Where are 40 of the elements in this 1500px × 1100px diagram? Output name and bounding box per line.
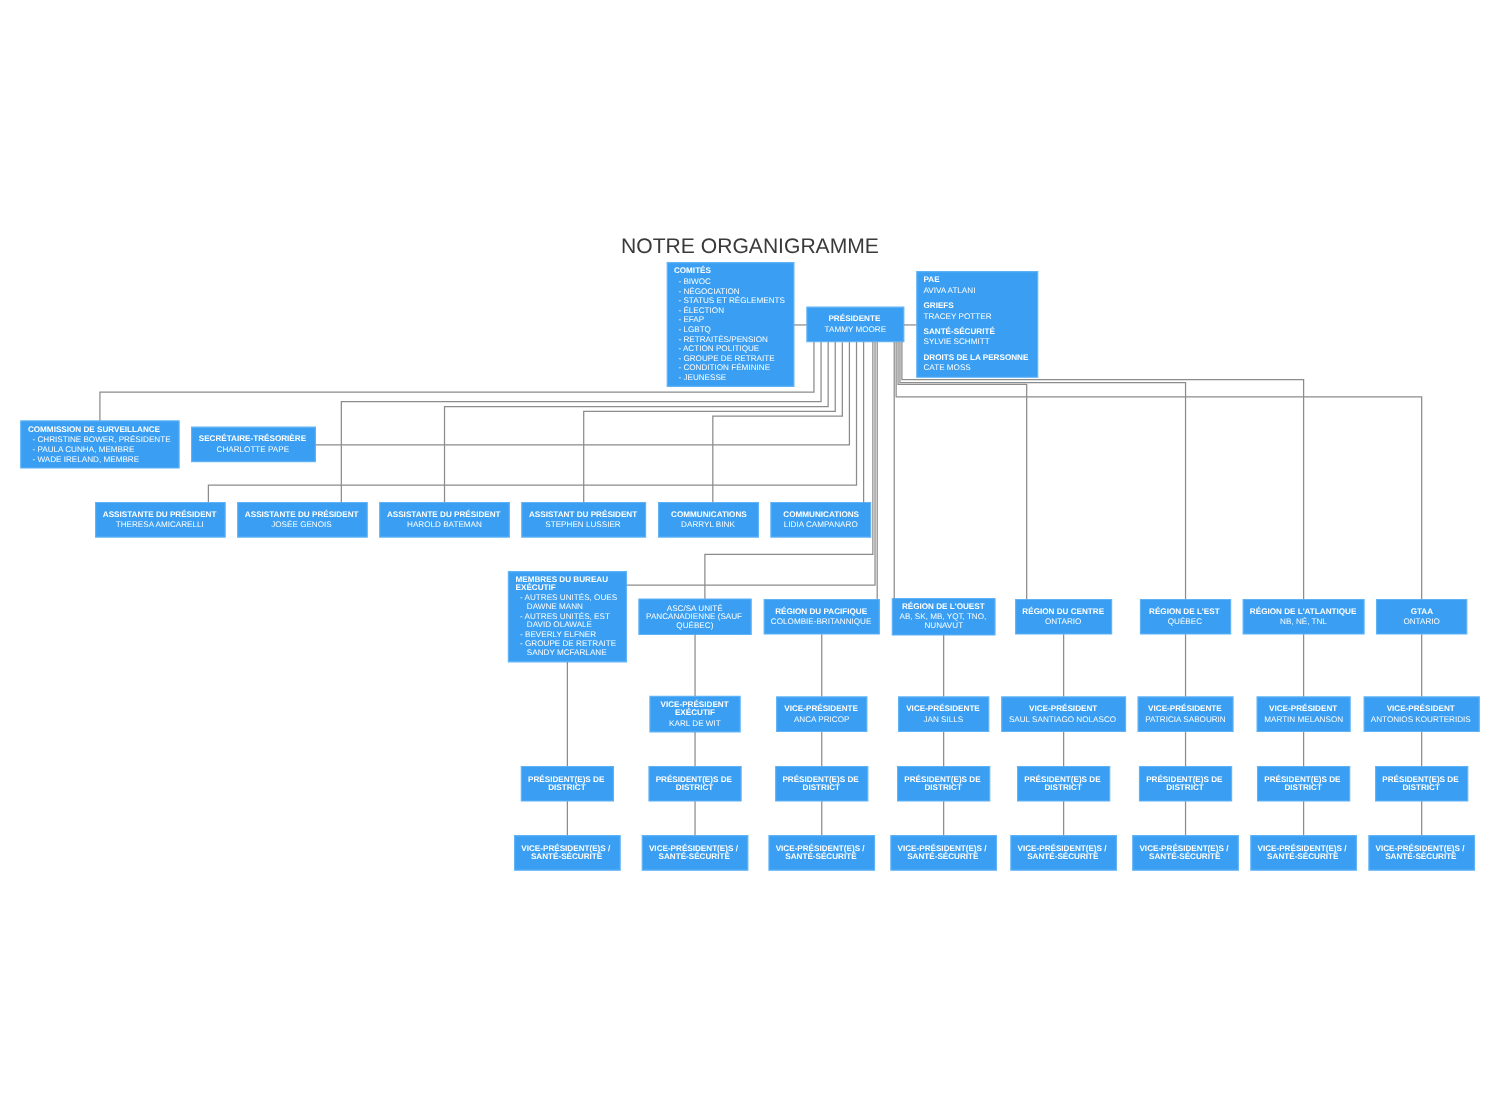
connector bbox=[901, 340, 1305, 599]
connector bbox=[1063, 799, 1065, 835]
connector bbox=[793, 323, 808, 325]
connector bbox=[712, 340, 843, 502]
connector bbox=[1063, 632, 1065, 697]
connector bbox=[1303, 799, 1305, 835]
connector bbox=[99, 340, 815, 421]
connector bbox=[1421, 632, 1423, 697]
connector bbox=[903, 323, 917, 325]
connector bbox=[694, 799, 696, 835]
connector bbox=[443, 340, 829, 502]
connector bbox=[566, 660, 568, 766]
connector bbox=[863, 340, 865, 503]
connector bbox=[893, 340, 895, 598]
connector bbox=[895, 340, 1423, 599]
diagram-title: NOTRE ORGANIGRAMME bbox=[621, 233, 879, 258]
connector bbox=[207, 340, 858, 502]
connector bbox=[943, 730, 945, 767]
connector bbox=[1184, 730, 1187, 767]
connector bbox=[1421, 730, 1423, 767]
connector bbox=[314, 340, 851, 445]
connector bbox=[1303, 632, 1305, 697]
connector bbox=[1421, 799, 1423, 835]
connector bbox=[897, 340, 1028, 599]
connector bbox=[899, 340, 1187, 599]
connector bbox=[1303, 730, 1305, 767]
connector bbox=[1184, 632, 1187, 697]
connector bbox=[1063, 730, 1065, 767]
connector bbox=[876, 340, 878, 600]
connector bbox=[943, 633, 945, 697]
connector bbox=[943, 799, 945, 835]
connector bbox=[821, 799, 823, 835]
connector bbox=[1184, 799, 1187, 835]
connector bbox=[821, 730, 823, 767]
connector bbox=[566, 799, 568, 835]
connector bbox=[694, 633, 696, 696]
connector bbox=[694, 730, 696, 766]
connector bbox=[821, 632, 823, 697]
connector bbox=[340, 340, 822, 502]
connector bbox=[583, 340, 836, 502]
